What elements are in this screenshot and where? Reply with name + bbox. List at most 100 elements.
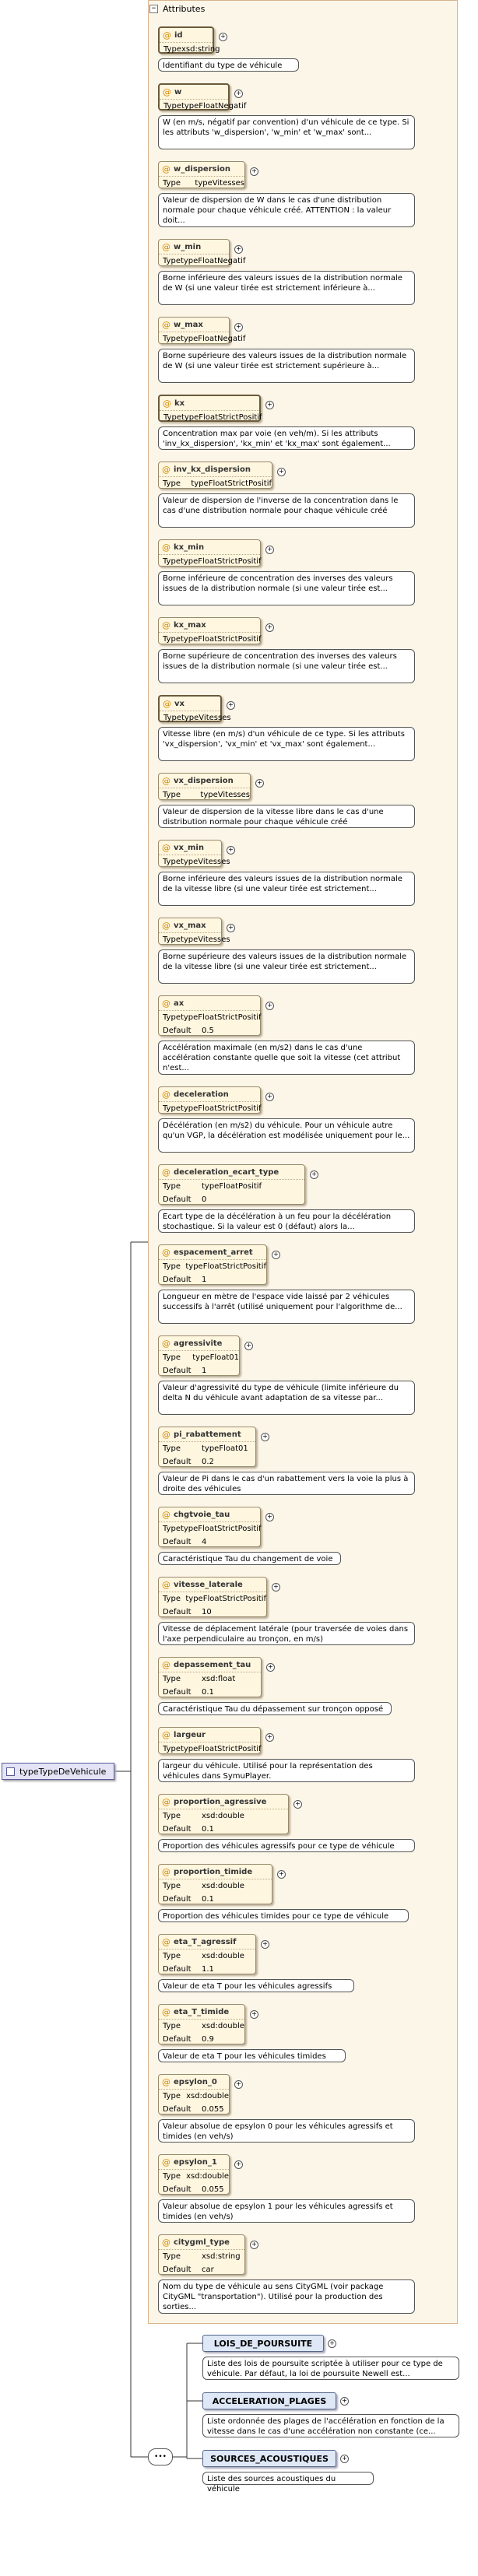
attribute-name: @citygml_type: [159, 2235, 244, 2250]
expand-icon[interactable]: +: [244, 1342, 253, 1350]
expand-icon[interactable]: +: [250, 2010, 258, 2019]
expand-icon[interactable]: +: [265, 1093, 274, 1101]
default-value: 4: [202, 1538, 207, 1546]
expand-icon[interactable]: +: [265, 401, 274, 409]
expand-icon[interactable]: +: [266, 1663, 275, 1672]
expand-icon[interactable]: +: [328, 2339, 336, 2348]
element-lois-de-poursuite[interactable]: LOIS_DE_POURSUITE: [202, 2335, 324, 2352]
attribute-name-text: kx_min: [174, 542, 205, 552]
type-key: Type: [163, 479, 181, 488]
attribute-description: Concentration max par voie (en veh/m). S…: [158, 426, 415, 450]
default-key: Default: [163, 1367, 192, 1375]
type-value: xsd:double: [202, 1812, 244, 1820]
attribute-description: Valeur de dispersion de la vitesse libre…: [158, 805, 415, 828]
attribute-name: @espacement_arret: [159, 1245, 266, 1260]
expand-icon[interactable]: +: [265, 623, 274, 632]
type-value: typeFloatStrictPositif: [180, 635, 262, 644]
expand-icon[interactable]: +: [227, 701, 235, 710]
element-acceleration-plages[interactable]: ACCELERATION_PLAGES: [202, 2392, 336, 2409]
attribute-description: Valeur absolue de epsylon 1 pour les véh…: [158, 2199, 415, 2223]
expand-icon[interactable]: +: [234, 2160, 243, 2169]
attribute-name-text: espacement_arret: [174, 1248, 253, 1257]
expand-icon[interactable]: +: [293, 1800, 302, 1809]
attribute-name: @w: [160, 85, 228, 100]
expand-icon[interactable]: +: [277, 468, 286, 476]
expand-icon[interactable]: +: [255, 779, 264, 788]
expand-icon[interactable]: +: [277, 1870, 286, 1879]
root-type-box[interactable]: typeTypeDeVehicule: [2, 1763, 114, 1780]
collapse-icon[interactable]: −: [149, 4, 158, 13]
root-type-label: typeTypeDeVehicule: [19, 1766, 107, 1777]
expand-icon[interactable]: +: [250, 2241, 258, 2249]
expand-icon[interactable]: +: [227, 924, 235, 932]
element-sources-acoustiques[interactable]: SOURCES_ACOUSTIQUES: [202, 2450, 336, 2467]
type-value: typeFloatStrictPositif: [180, 1745, 262, 1753]
attribute-name: @inv_kx_dispersion: [159, 462, 272, 477]
attribute-icon: @: [162, 1936, 170, 1947]
expand-icon[interactable]: +: [227, 846, 235, 855]
expand-icon[interactable]: +: [272, 1583, 280, 1592]
expand-icon[interactable]: +: [234, 89, 243, 98]
expand-icon[interactable]: +: [310, 1170, 318, 1179]
expand-icon[interactable]: +: [261, 1940, 269, 1949]
expand-icon[interactable]: +: [250, 167, 258, 176]
expand-icon[interactable]: +: [265, 1513, 274, 1521]
expand-icon[interactable]: +: [265, 1733, 274, 1742]
attribute-description: Accélération maximale (en m/s2) dans le …: [158, 1041, 415, 1075]
attribute-icon: @: [163, 86, 171, 97]
expand-icon[interactable]: +: [234, 245, 243, 254]
attribute-icon: @: [162, 542, 170, 553]
expand-icon[interactable]: +: [219, 33, 227, 41]
expand-icon[interactable]: +: [265, 1002, 274, 1010]
type-key: Type: [163, 1444, 181, 1453]
expand-icon[interactable]: +: [234, 323, 243, 332]
expand-icon[interactable]: +: [261, 1433, 269, 1441]
expand-icon[interactable]: +: [340, 2455, 349, 2463]
expand-icon[interactable]: +: [234, 2080, 243, 2089]
expand-icon[interactable]: +: [340, 2397, 349, 2406]
type-value: typeFloatNegatif: [180, 257, 246, 265]
attribute-name: @w_dispersion: [159, 162, 244, 177]
sequence-compositor-icon[interactable]: •••: [148, 2448, 173, 2465]
attributes-group-header[interactable]: − Attributes: [149, 2, 205, 16]
type-value: xsd:double: [202, 2022, 244, 2030]
expand-icon[interactable]: +: [272, 1251, 280, 1259]
attribute-description: largeur du véhicule. Utilisé pour la rep…: [158, 1759, 415, 1782]
expand-icon[interactable]: +: [265, 546, 274, 554]
attribute-icon: @: [163, 30, 171, 40]
attribute-icon: @: [162, 1659, 170, 1670]
